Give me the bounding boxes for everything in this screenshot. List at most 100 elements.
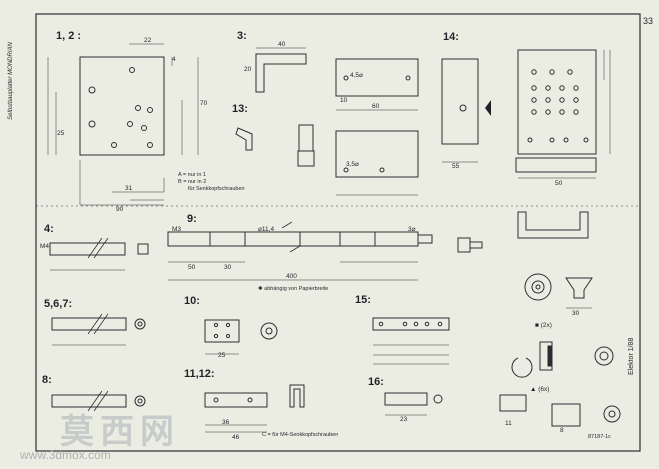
page-frame (35, 13, 641, 452)
drawing-code: 87187-1c (588, 434, 611, 440)
legend-a: A = nur in 1 (178, 172, 206, 178)
section-label-11-12: 11,12: (184, 368, 215, 380)
hole (343, 167, 349, 173)
dim-10: 10 (340, 97, 348, 104)
pulley-side (565, 277, 593, 299)
watermark-url: www.3dmox.com (20, 448, 111, 462)
dim-35: 3,5⌀ (346, 161, 359, 168)
dim-25-b: 25 (218, 352, 226, 359)
hole (459, 104, 467, 112)
watermark-logo: 莫西网 (60, 413, 180, 451)
thread-m3: M3 (172, 226, 182, 233)
dim-30: 30 (224, 264, 232, 271)
hole (147, 107, 153, 113)
section-label-5-6-7: 5,6,7: (44, 298, 73, 310)
dim-20: 20 (244, 66, 252, 73)
hole (147, 142, 153, 148)
dim-400: 400 (286, 273, 297, 280)
bracket-13 (235, 127, 253, 151)
section-label-13: 13: (232, 103, 248, 115)
dim-23: 23 (400, 416, 408, 423)
part-6x-side (551, 403, 581, 427)
hole (88, 86, 96, 94)
section-label-4: 4: (44, 223, 54, 235)
block-14 (441, 58, 479, 145)
dim-36: 36 (222, 419, 230, 426)
dim-50: 50 (188, 264, 196, 271)
hole (88, 120, 96, 128)
block-10 (204, 319, 240, 343)
section-label-14: 14: (443, 31, 459, 43)
hole (343, 75, 349, 81)
section-label-10: 10: (184, 295, 200, 307)
washer (594, 346, 614, 366)
rod-9 (167, 231, 419, 247)
hole (127, 121, 133, 127)
dim-11-4: ⌀11,4 (258, 226, 275, 233)
part-6x (499, 394, 527, 412)
hole (135, 105, 141, 111)
rod-8 (51, 394, 127, 408)
journal-label: Elektor 1/88 (628, 337, 635, 375)
legend-c: für Senkkopfschrauben (188, 186, 245, 192)
pulley (524, 273, 552, 301)
section-label-16: 16: (368, 376, 384, 388)
section-label-15: 15: (355, 294, 371, 306)
page-number: 33 (643, 16, 654, 26)
rod-5-6-7 (51, 317, 127, 331)
thread-m4: M4 (40, 243, 50, 250)
dim-45: 4,5⌀ (350, 72, 363, 79)
dim-22: 22 (144, 37, 152, 44)
hole (141, 125, 147, 131)
grid-plate-14 (517, 49, 597, 155)
block-11-12 (204, 392, 268, 408)
bar-15 (372, 317, 450, 331)
rod-end-circle (134, 395, 146, 407)
c-note: C = für M4-Senkkopfschrauben (262, 432, 339, 438)
dim-50-b: 50 (555, 180, 563, 187)
dim-4: 4 (172, 56, 176, 63)
clip-11-12 (289, 384, 305, 408)
rod-16 (384, 392, 428, 406)
dim-70: 70 (200, 100, 208, 107)
dim-90: 90 (116, 206, 124, 213)
clip-ring (511, 357, 533, 378)
block-10-end (260, 322, 278, 340)
dim-11: 11 (505, 420, 512, 427)
dim-3-diameter: 3⌀ (408, 226, 416, 233)
bracket-13-side (298, 124, 314, 152)
dim-46: 46 (232, 434, 240, 441)
rod-4 (49, 242, 126, 256)
dim-40: 40 (278, 41, 286, 48)
section-label-3: 3: (237, 30, 247, 42)
rod-end-circle (134, 318, 146, 330)
dim-25: 25 (57, 130, 65, 137)
plate-1-2 (79, 56, 165, 156)
hole-grid (527, 69, 589, 143)
sleeve-part (457, 237, 471, 253)
u-channel (517, 211, 589, 239)
section-label-1-2: 1, 2 : (56, 30, 82, 42)
section-label-9: 9: (187, 213, 197, 225)
hole (129, 67, 135, 73)
dim-60: 60 (372, 103, 380, 110)
bracket-13-foot (297, 150, 315, 167)
grid-plate-14-edge (515, 157, 597, 173)
part-3-bottom (335, 130, 419, 178)
dim-31: 31 (125, 185, 133, 192)
triangle-marker (485, 100, 491, 116)
rod-9-tip (417, 234, 433, 244)
hole (379, 167, 385, 173)
quantity-2x: ■ (2x) (535, 322, 552, 329)
legend-b: B = nur in 2 (178, 179, 207, 185)
quantity-6x: ▲ (6x) (530, 386, 550, 393)
section-label-8: 8: (42, 374, 52, 386)
dim-55: 55 (452, 163, 460, 170)
hole (111, 142, 117, 148)
dim-30-b: 30 (572, 310, 580, 317)
angle-part-3 (255, 53, 307, 93)
paper-width-note: ✱ abhängig von Papierbreite (258, 286, 329, 292)
dimension-lines-1-2 (47, 43, 199, 206)
